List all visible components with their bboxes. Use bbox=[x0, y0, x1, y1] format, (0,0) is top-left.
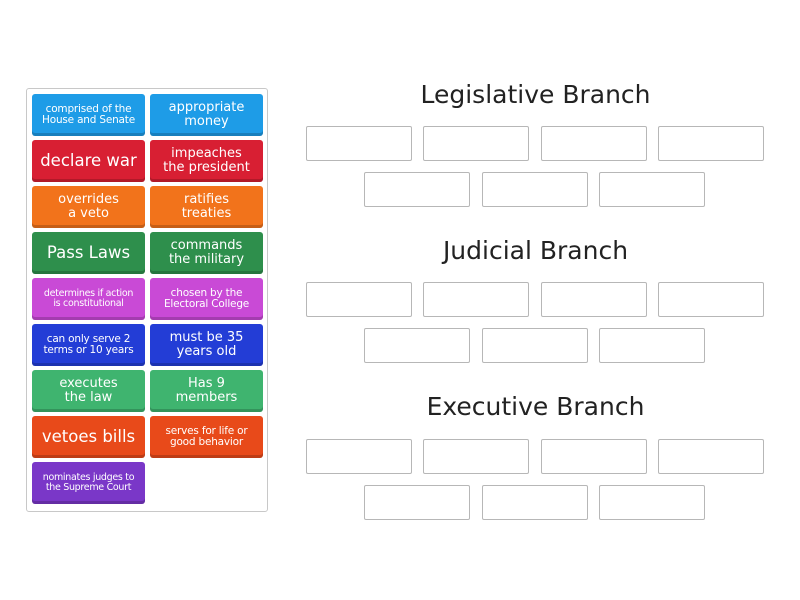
drop-slot-judicial[interactable] bbox=[482, 328, 588, 363]
tile-declare-war[interactable]: declare war bbox=[32, 140, 145, 182]
tile-label: serves for life or good behavior bbox=[165, 424, 248, 448]
tile-comprised-of-house-and-senate[interactable]: comprised of the House and Senate bbox=[32, 94, 145, 136]
drop-slot-judicial[interactable] bbox=[541, 282, 647, 317]
tile-label: impeaches the president bbox=[163, 146, 250, 175]
drop-slot-executive[interactable] bbox=[306, 439, 412, 474]
drop-slot-executive[interactable] bbox=[364, 485, 470, 520]
drop-slot-legislative[interactable] bbox=[482, 172, 588, 207]
tile-nominates-judges[interactable]: nominates judges to the Supreme Court bbox=[32, 462, 145, 504]
tile-executes-the-law[interactable]: executes the law bbox=[32, 370, 145, 412]
tile-chosen-by-electoral-college[interactable]: chosen by the Electoral College bbox=[150, 278, 263, 320]
tile-serves-for-life[interactable]: serves for life or good behavior bbox=[150, 416, 263, 458]
tile-label: Has 9 members bbox=[175, 376, 238, 405]
tile-label: executes the law bbox=[59, 376, 118, 405]
tile-label: determines if action is constitutional bbox=[43, 288, 134, 309]
group-heading-judicial: Judicial Branch bbox=[442, 236, 629, 265]
tile-label: nominates judges to the Supreme Court bbox=[42, 472, 135, 493]
drop-slot-legislative[interactable] bbox=[658, 126, 764, 161]
drop-slot-executive[interactable] bbox=[541, 439, 647, 474]
drop-slot-executive[interactable] bbox=[482, 485, 588, 520]
drop-slot-judicial[interactable] bbox=[306, 282, 412, 317]
tile-label: must be 35 years old bbox=[169, 330, 244, 359]
tile-ratifies-treaties[interactable]: ratifies treaties bbox=[150, 186, 263, 228]
tile-label: Pass Laws bbox=[46, 243, 131, 263]
drop-slot-legislative[interactable] bbox=[306, 126, 412, 161]
drop-slot-legislative[interactable] bbox=[364, 172, 470, 207]
drop-slot-executive[interactable] bbox=[423, 439, 529, 474]
drop-slot-executive[interactable] bbox=[658, 439, 764, 474]
drop-slot-legislative[interactable] bbox=[541, 126, 647, 161]
tile-determines-if-action-is-constitutional[interactable]: determines if action is constitutional bbox=[32, 278, 145, 320]
drop-slot-judicial[interactable] bbox=[364, 328, 470, 363]
tile-overrides-a-veto[interactable]: overrides a veto bbox=[32, 186, 145, 228]
tile-label: ratifies treaties bbox=[181, 192, 232, 221]
tile-tray: comprised of the House and Senate approp… bbox=[26, 88, 268, 512]
tile-can-only-serve-2-terms[interactable]: can only serve 2 terms or 10 years bbox=[32, 324, 145, 366]
tile-label: can only serve 2 terms or 10 years bbox=[43, 332, 134, 356]
drop-slot-judicial[interactable] bbox=[658, 282, 764, 317]
drop-slot-judicial[interactable] bbox=[599, 328, 705, 363]
drop-slot-legislative[interactable] bbox=[423, 126, 529, 161]
tile-label: appropriate money bbox=[168, 100, 245, 129]
tile-has-9-members[interactable]: Has 9 members bbox=[150, 370, 263, 412]
drop-slot-judicial[interactable] bbox=[423, 282, 529, 317]
tile-appropriate-money[interactable]: appropriate money bbox=[150, 94, 263, 136]
tile-must-be-35-years-old[interactable]: must be 35 years old bbox=[150, 324, 263, 366]
tile-label: comprised of the House and Senate bbox=[42, 102, 135, 126]
tile-label: declare war bbox=[40, 151, 137, 171]
tile-commands-the-military[interactable]: commands the military bbox=[150, 232, 263, 274]
tile-impeaches-the-president[interactable]: impeaches the president bbox=[150, 140, 263, 182]
tile-label: overrides a veto bbox=[58, 192, 119, 221]
group-heading-executive: Executive Branch bbox=[426, 392, 645, 421]
tile-vetoes-bills[interactable]: vetoes bills bbox=[32, 416, 145, 458]
tile-label: commands the military bbox=[168, 238, 245, 267]
drop-slot-legislative[interactable] bbox=[599, 172, 705, 207]
tile-pass-laws[interactable]: Pass Laws bbox=[32, 232, 145, 274]
group-heading-legislative: Legislative Branch bbox=[420, 80, 651, 109]
tile-label: chosen by the Electoral College bbox=[163, 286, 250, 310]
tile-label: vetoes bills bbox=[41, 427, 136, 447]
drop-slot-executive[interactable] bbox=[599, 485, 705, 520]
